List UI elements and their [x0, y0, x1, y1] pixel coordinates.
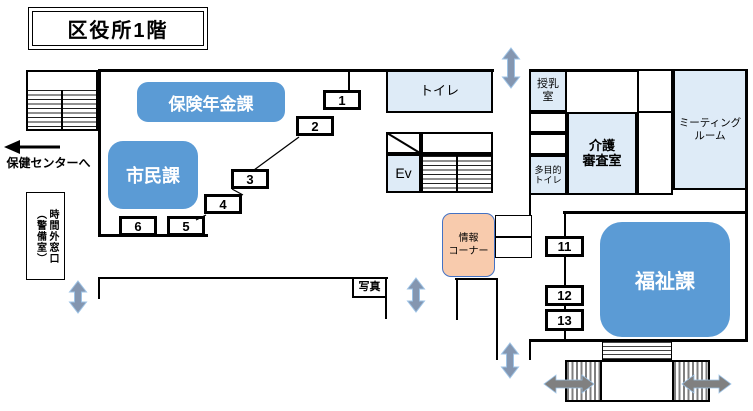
floor-title: 区役所1階: [32, 11, 204, 46]
entrance-arrow-top-icon: [501, 47, 521, 89]
partition-info-v1: [456, 278, 458, 320]
queue-line-counter1: [348, 71, 350, 91]
queue-line-counters-11-13: [564, 213, 566, 340]
wall-bottom: [529, 339, 748, 342]
to-health-center-label: 保健センターへ: [6, 156, 91, 170]
ev-corner-cell: [386, 132, 421, 154]
division-fukushi: 福祉課: [600, 222, 730, 337]
cell-b: [529, 133, 567, 155]
corridor-strip-divider: [637, 111, 673, 113]
health-center-arrow-icon: [4, 140, 20, 154]
wall-corridor-stub-right: [385, 277, 387, 319]
partition-info-h: [455, 278, 498, 280]
counter-3: 3: [231, 169, 269, 189]
division-hoken-nenkin: 保険年金課: [137, 82, 285, 122]
wall-right: [745, 69, 748, 342]
counter-11: 11: [545, 236, 584, 257]
floor-title-box: 区役所1階: [28, 7, 208, 50]
stairs-west-divider: [61, 90, 63, 129]
info-side-table-divider: [495, 236, 532, 238]
entrance-door-right: [672, 360, 710, 402]
wall-bottom-stub: [529, 339, 531, 360]
counter-13: 13: [545, 309, 584, 331]
room-multipurpose-toilet: 多目的 トイレ: [529, 155, 567, 195]
queue-diagonal-2-3: [253, 136, 300, 171]
info-corner: 情報 コーナー: [442, 213, 495, 277]
partition-info-v2: [496, 278, 498, 360]
division-shimin: 市民課: [108, 141, 198, 209]
counter-12: 12: [545, 285, 584, 306]
wall-left: [98, 69, 101, 237]
entrance-mat: [602, 341, 672, 360]
wall-fukushi-north: [563, 211, 747, 214]
room-elevator: Ev: [386, 154, 421, 193]
counter-2: 2: [296, 116, 334, 136]
flow-arrow-west-icon: [68, 280, 88, 314]
cell-a: [529, 112, 567, 133]
room-kaigo-shinsa: 介護 審査室: [567, 112, 637, 195]
entrance-door-left: [565, 360, 602, 402]
wall-top-left: [98, 69, 494, 72]
corridor-strip: [637, 69, 673, 195]
stairs-central-divider: [456, 154, 458, 193]
room-nursing: 授乳 室: [529, 70, 567, 112]
room-meeting: ミーティング ルーム: [673, 69, 747, 190]
counter-1: 1: [323, 90, 361, 110]
counter-5: 5: [167, 216, 205, 236]
photo-box: 写真: [352, 277, 387, 298]
after-hours-window: 時間外窓口 （警備室）: [26, 192, 65, 280]
ev-top-cell: [421, 132, 493, 154]
wall-corridor-stub-left: [98, 277, 100, 299]
flow-arrow-center-icon: [406, 277, 426, 313]
counter-4: 4: [204, 194, 242, 214]
counter-6: 6: [119, 216, 157, 236]
flow-arrow-south-icon: [500, 342, 520, 379]
wall-nursing-stub: [529, 195, 531, 227]
wall-corridor: [98, 277, 388, 279]
room-toilet: トイレ: [386, 70, 493, 113]
